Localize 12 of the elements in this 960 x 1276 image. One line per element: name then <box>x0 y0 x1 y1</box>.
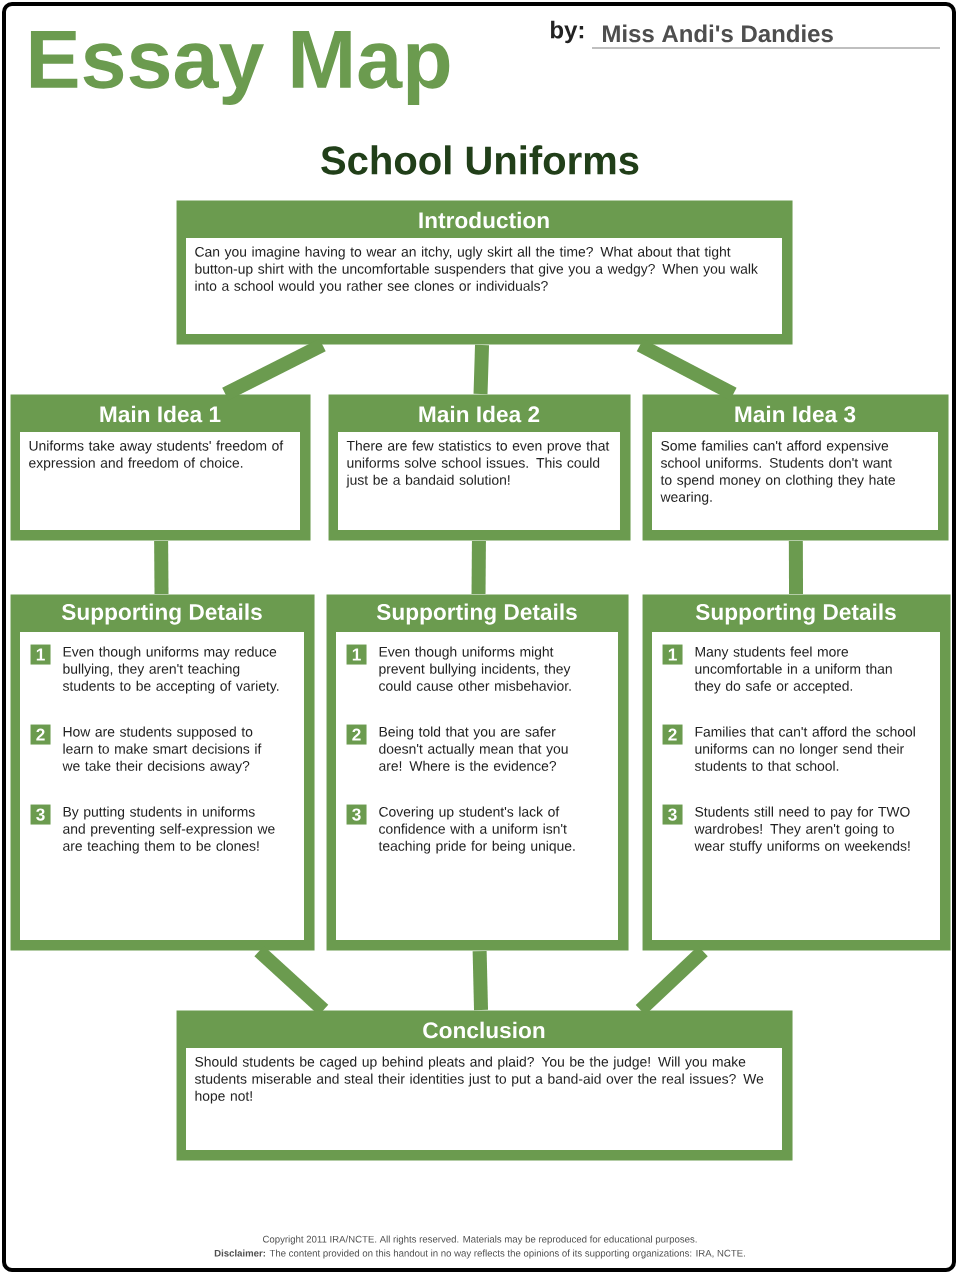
connector <box>635 946 708 1016</box>
connector <box>473 344 490 395</box>
connector <box>222 338 326 401</box>
connector <box>472 950 489 1011</box>
connector <box>471 541 486 595</box>
connector <box>254 945 329 1016</box>
label: by: <box>551 20 584 44</box>
connector <box>154 541 169 595</box>
title: Essay Map <box>30 31 450 105</box>
connector <box>636 338 737 401</box>
connector <box>788 541 804 595</box>
author-name: Miss Andi's Dandies <box>591 24 941 49</box>
